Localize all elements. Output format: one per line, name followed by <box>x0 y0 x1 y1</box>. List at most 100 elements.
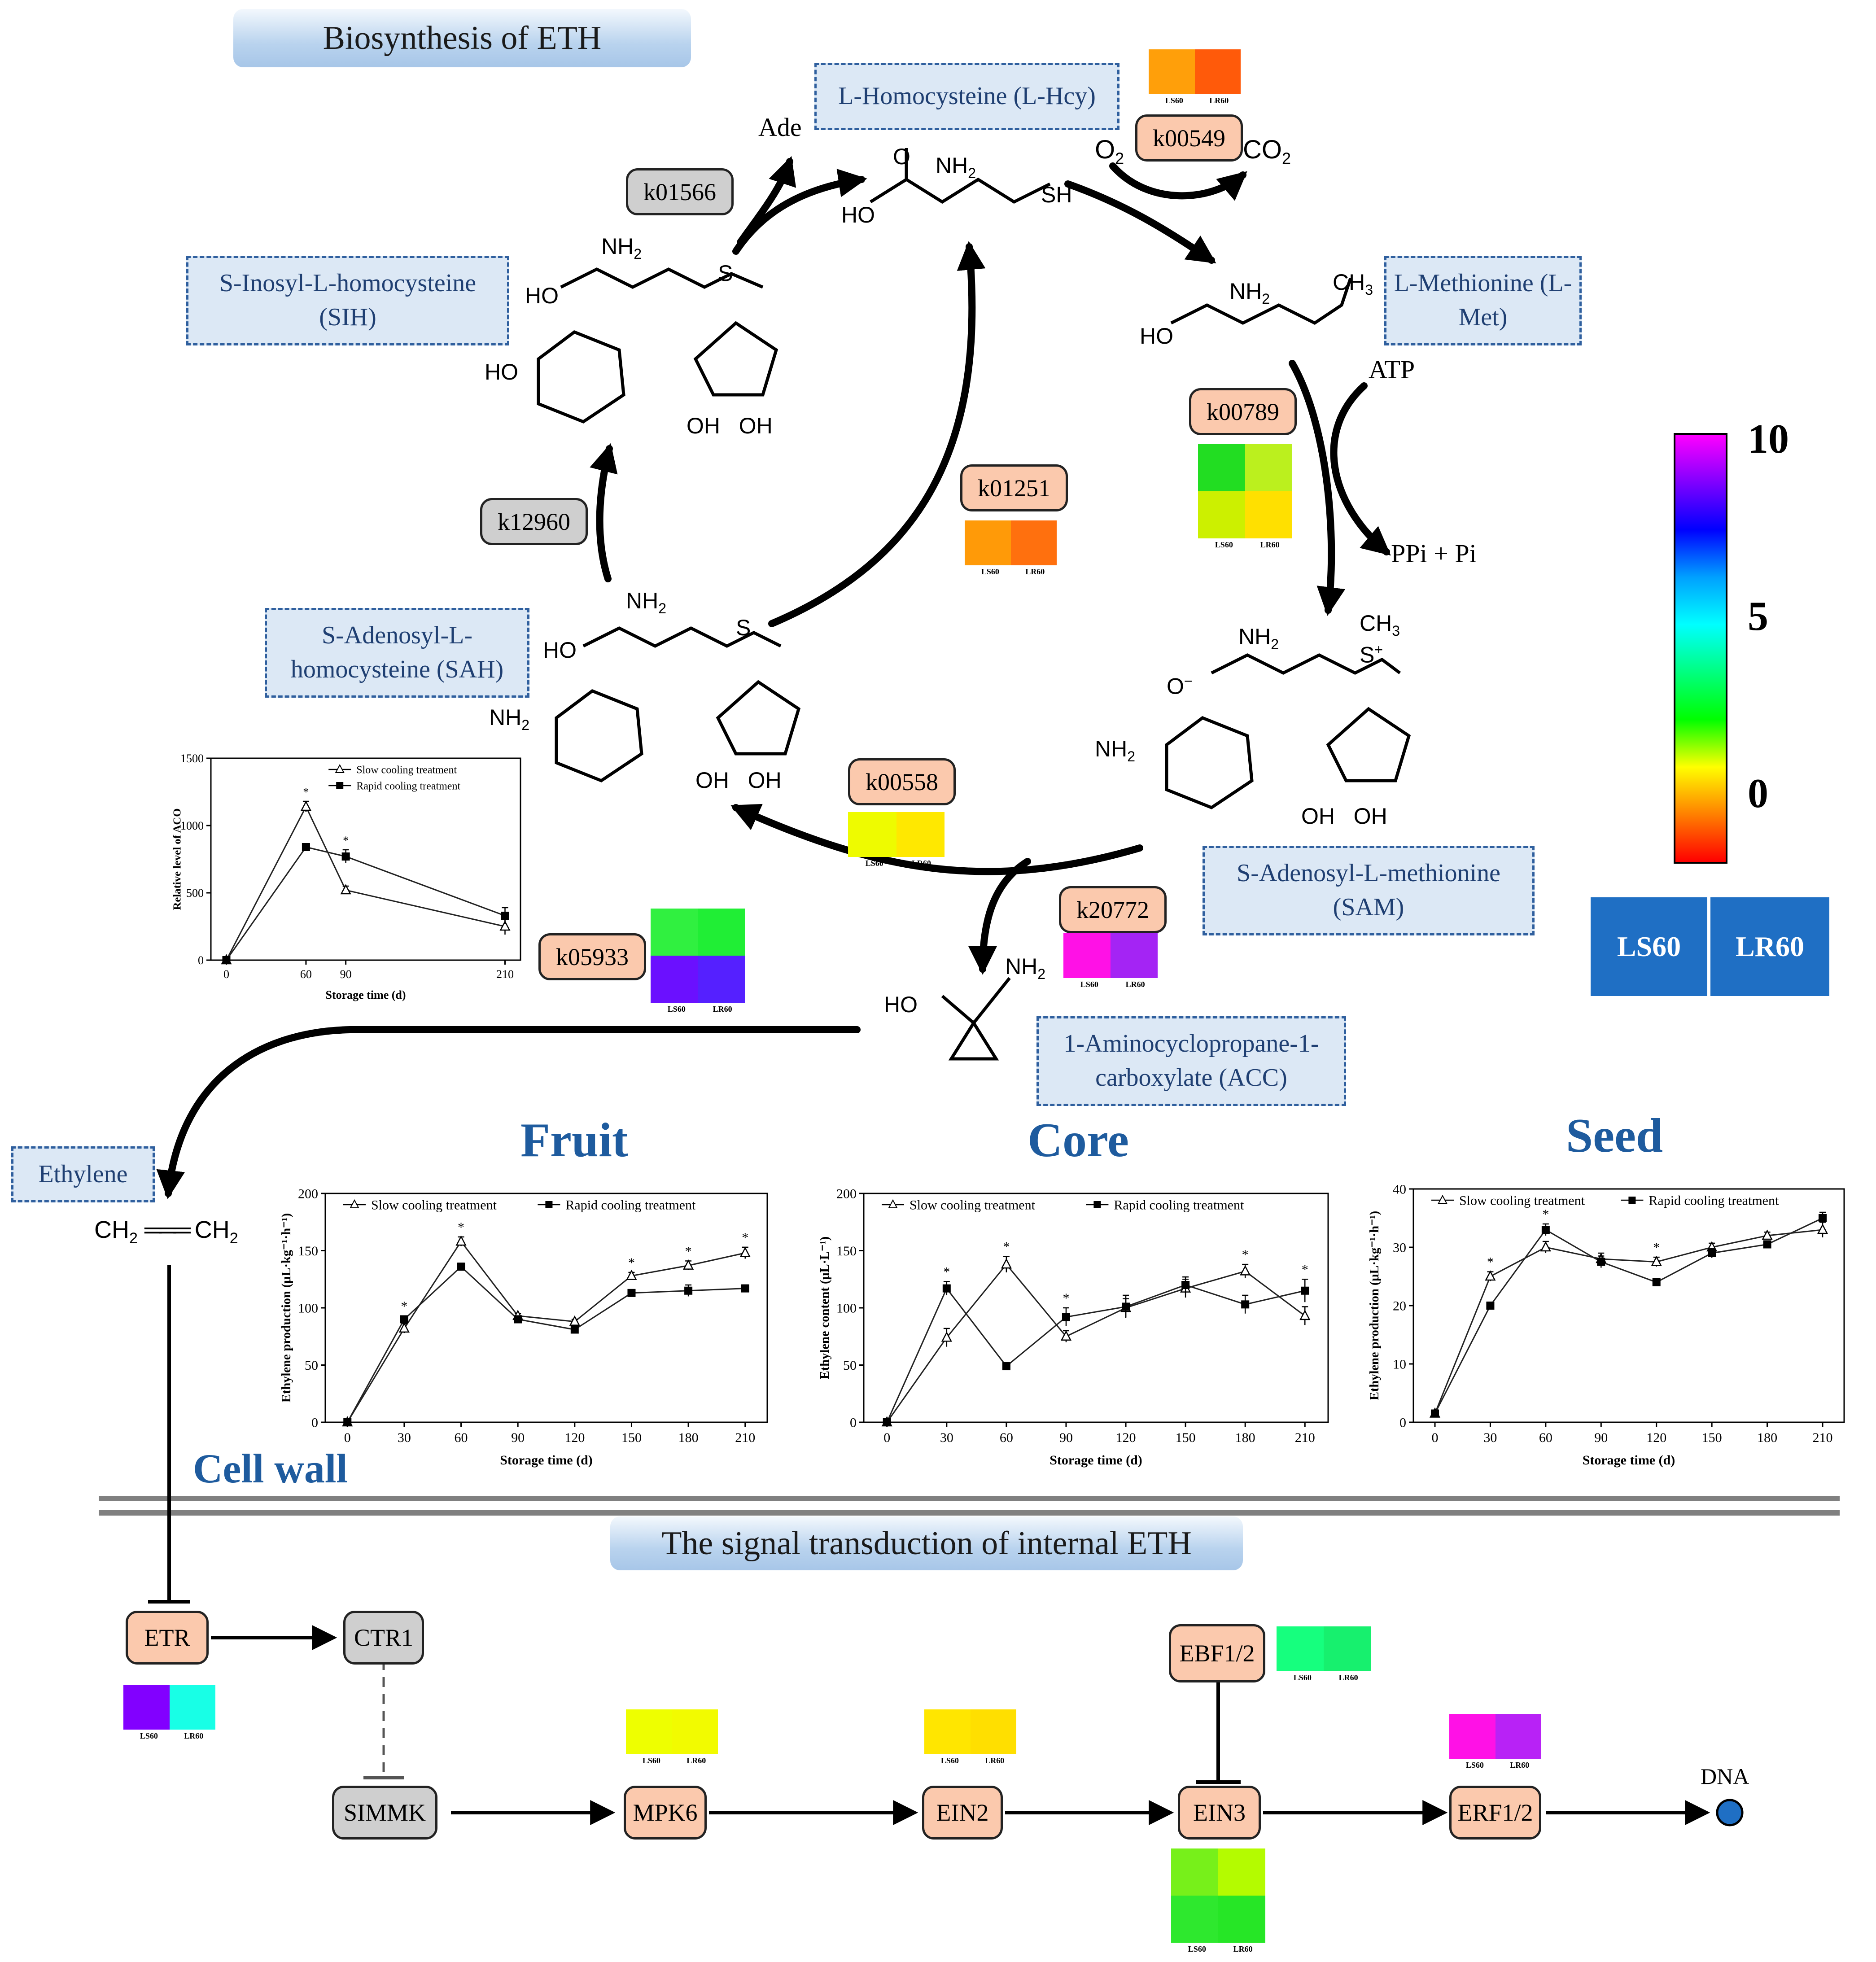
x-tick-label: 30 <box>398 1430 411 1445</box>
heatmap-label-ls: LS60 <box>140 1731 158 1740</box>
heatmap-cell <box>651 909 698 956</box>
gene-ein2: EIN2 <box>922 1786 1003 1840</box>
y-tick-label: 10 <box>1393 1357 1406 1372</box>
y-axis-label: Ethylene production (μL·kg⁻¹·h⁻¹) <box>1368 1211 1382 1400</box>
x-tick-label: 210 <box>496 968 514 981</box>
y-tick-label: 1500 <box>180 752 204 765</box>
x-tick-label: 150 <box>1176 1430 1196 1445</box>
heatmap-label-ls: LS60 <box>940 1756 959 1765</box>
legend-marker <box>336 782 344 789</box>
heatmap-ein2 <box>924 1709 1016 1754</box>
data-point-slow <box>1651 1255 1662 1266</box>
mol-sih-ho2: HO <box>485 359 518 385</box>
ko-k12960: k12960 <box>480 498 588 545</box>
data-point-slow <box>1299 1310 1311 1320</box>
legend-ls60: LS60 <box>1591 897 1707 996</box>
heatmap-cell <box>123 1685 170 1730</box>
compound-acc: 1-Aminocyclopropane-1-carboxylate (ACC) <box>1036 1016 1346 1106</box>
heatmap-label-ls: LS60 <box>1080 980 1098 989</box>
ko-k01566: k01566 <box>626 168 734 215</box>
heatmap-cell <box>1245 444 1292 491</box>
mol-sih-s: S <box>718 261 733 286</box>
label-ade: Ade <box>758 113 802 142</box>
data-point-rapid <box>400 1315 408 1324</box>
mol-lhcy-sh: SH <box>1041 182 1072 207</box>
data-point-rapid <box>1122 1302 1130 1311</box>
colorbar-min-label: 0 <box>1748 770 1768 816</box>
heatmap-cell <box>698 909 745 956</box>
colorbar-max-label: 10 <box>1748 416 1789 462</box>
x-tick-label: 210 <box>1813 1430 1833 1445</box>
y-tick-label: 30 <box>1393 1241 1406 1255</box>
data-point-slow <box>499 920 511 931</box>
data-point-slow <box>941 1331 952 1342</box>
ko-k00549: k00549 <box>1135 114 1243 162</box>
x-tick-label: 120 <box>1646 1430 1666 1445</box>
plot-frame <box>324 1193 768 1423</box>
compound-l-hcy: L-Homocysteine (L-Hcy) <box>814 63 1119 130</box>
data-point-slow <box>739 1246 751 1257</box>
data-point-rapid <box>501 912 509 920</box>
heatmap-label-lr: LR60 <box>1510 1761 1530 1770</box>
data-point-slow <box>1485 1270 1496 1281</box>
significance-star: * <box>628 1255 635 1270</box>
heatmap-label-lr: LR60 <box>1209 96 1229 105</box>
heatmap-label-lr: LR60 <box>985 1756 1005 1765</box>
y-tick-label: 50 <box>843 1358 857 1373</box>
legend-marker <box>888 1199 898 1208</box>
mol-sah-nh2: NH2 <box>626 588 667 616</box>
data-point-rapid <box>1241 1300 1250 1309</box>
data-point-rapid <box>684 1286 693 1295</box>
y-tick-label: 50 <box>305 1358 318 1373</box>
data-point-rapid <box>1431 1409 1439 1418</box>
x-axis-label: Storage time (d) <box>1583 1453 1675 1468</box>
x-tick-label: 30 <box>1483 1430 1497 1445</box>
x-tick-label: 90 <box>511 1430 525 1445</box>
significance-star: * <box>1487 1255 1494 1270</box>
data-point-rapid <box>741 1284 749 1293</box>
data-point-slow <box>1240 1265 1251 1276</box>
x-tick-label: 30 <box>940 1430 953 1445</box>
x-tick-label: 0 <box>1432 1430 1439 1445</box>
y-tick-label: 150 <box>836 1244 857 1258</box>
ko-k20772: k20772 <box>1059 886 1167 933</box>
gene-ebf: EBF1/2 <box>1169 1624 1265 1682</box>
mol-lhcy-ho: HO <box>841 202 875 227</box>
x-tick-label: 180 <box>678 1430 699 1445</box>
series-line <box>886 1284 1305 1423</box>
heatmap-cell <box>896 812 945 857</box>
mol-sih-nh2: NH2 <box>601 234 642 262</box>
heatmap-cell <box>1495 1714 1541 1759</box>
heatmap-cell <box>672 1709 718 1754</box>
heatmap-cell <box>1198 444 1245 491</box>
significance-star: * <box>943 1264 950 1279</box>
legend-label: Slow cooling treatment <box>371 1198 497 1213</box>
series-line <box>226 846 506 961</box>
data-point-slow <box>1001 1258 1012 1269</box>
mol-sam-oh: OH OH <box>1301 804 1387 829</box>
compound-sih: S-Inosyl-L-homocysteine (SIH) <box>186 256 509 345</box>
significance-star: * <box>742 1230 748 1245</box>
y-tick-label: 20 <box>1393 1299 1406 1314</box>
heatmap-cell <box>970 1709 1016 1754</box>
significance-star: * <box>1653 1240 1660 1255</box>
heatmap-label-lr: LR60 <box>1338 1673 1358 1682</box>
series-line <box>226 805 505 961</box>
section-cell-wall: Cell wall <box>193 1446 348 1491</box>
y-tick-label: 0 <box>311 1416 318 1430</box>
heatmap-cell <box>1218 1896 1265 1943</box>
heatmap-cell <box>626 1709 672 1754</box>
heatmap-label-ls: LS60 <box>981 567 999 576</box>
y-tick-label: 0 <box>850 1416 857 1430</box>
y-tick-label: 100 <box>836 1301 857 1316</box>
data-point-slow <box>569 1315 580 1326</box>
data-point-slow <box>1060 1330 1072 1341</box>
data-point-rapid <box>514 1315 522 1324</box>
x-tick-label: 90 <box>340 968 352 981</box>
significance-star: * <box>1302 1262 1308 1277</box>
biosynthesis-banner: Biosynthesis of ETH <box>233 9 691 67</box>
data-point-rapid <box>1597 1258 1605 1266</box>
series-line <box>346 1266 745 1423</box>
